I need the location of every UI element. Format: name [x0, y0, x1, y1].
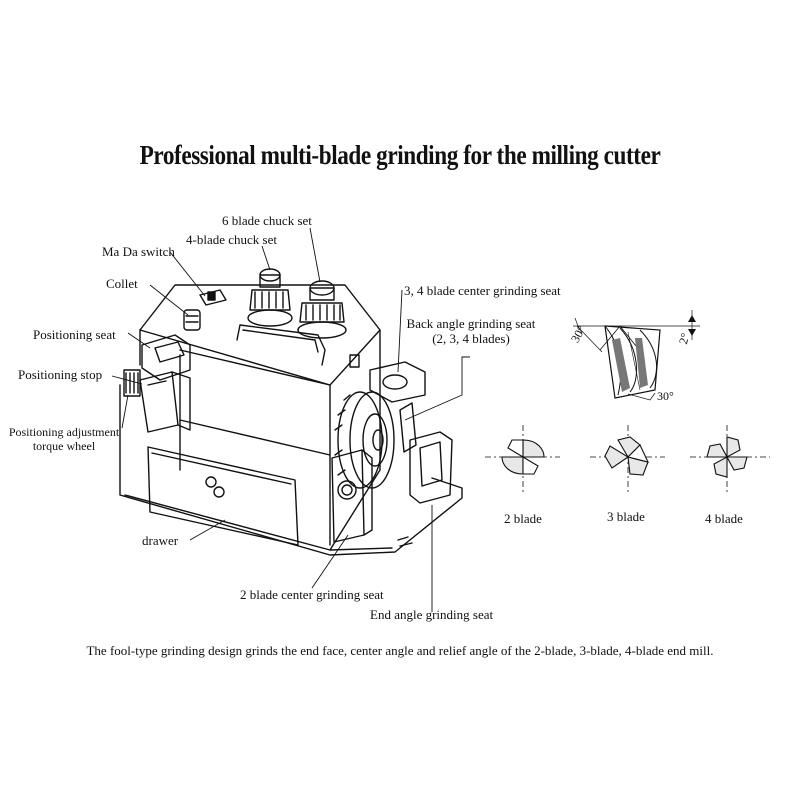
drawer — [147, 446, 299, 546]
adjustment-wheel — [123, 369, 141, 397]
center-seat-34 — [369, 361, 426, 403]
label-ma-da-switch: Ma Da switch — [102, 244, 175, 259]
blade-3-section — [604, 436, 649, 476]
base-plate — [119, 384, 463, 556]
label-adjustment-wheel: Positioning adjustment torque wheel — [2, 425, 126, 453]
label-collet: Collet — [106, 276, 138, 291]
drawer-knob — [205, 476, 217, 488]
label-center-seat-34: 3, 4 blade center grinding seat — [404, 283, 561, 298]
label-center-seat-2: 2 blade center grinding seat — [240, 587, 384, 602]
label-adjustment-wheel-line2: torque wheel — [32, 439, 96, 453]
positioning-seat — [141, 334, 191, 381]
label-positioning-stop: Positioning stop — [18, 367, 103, 382]
page-title: Professional multi-blade grinding for th… — [139, 140, 661, 170]
blade-4-section — [706, 436, 748, 478]
blade-2-section — [501, 439, 545, 475]
label-back-angle-line2: (2, 3, 4 blades) — [432, 331, 510, 346]
label-6-blade-chuck: 6 blade chuck set — [222, 213, 312, 228]
blade-2-label: 2 blade — [504, 511, 542, 526]
collet — [183, 309, 201, 331]
label-positioning-seat: Positioning seat — [33, 327, 116, 342]
back-angle-seat — [409, 431, 453, 504]
chuck-6-blade — [297, 280, 347, 339]
label-back-angle-seat: Back angle grinding seat (2, 3, 4 blades… — [397, 316, 545, 346]
top-handle — [236, 324, 326, 366]
label-end-angle-seat: End angle grinding seat — [370, 607, 494, 622]
label-4-blade-chuck: 4-blade chuck set — [186, 232, 277, 247]
label-adjustment-wheel-line1: Positioning adjustment — [8, 425, 120, 439]
angle-label-bottom: 30° — [657, 389, 674, 403]
caption: The fool-type grinding design grinds the… — [86, 643, 714, 658]
label-drawer: drawer — [142, 533, 179, 548]
blade-3-label: 3 blade — [607, 509, 645, 524]
label-back-angle-line1: Back angle grinding seat — [406, 316, 536, 331]
chuck-4-blade — [247, 268, 293, 327]
blade-4-label: 4 blade — [705, 511, 743, 526]
